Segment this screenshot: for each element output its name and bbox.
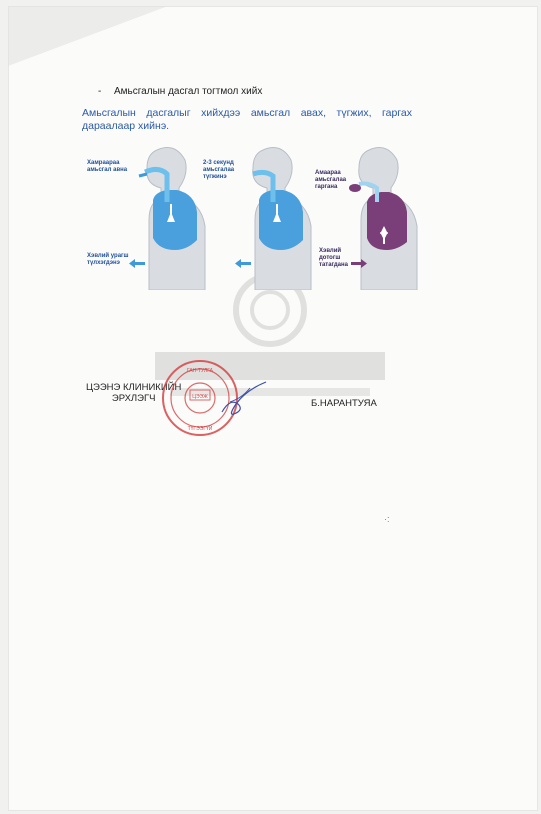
intro-paragraph: Амьсгалын дасгалыг хийхдээ амьсгал авах,… (82, 107, 412, 133)
figure-inhale (139, 148, 205, 290)
page-fold-shadow (8, 6, 168, 66)
stamp-bottom-text: ТҮГЭЭГҮЙ (188, 424, 213, 432)
step1-arrow-label: Хэвлий урагш түлхэгдэнэ (87, 253, 131, 267)
paper-speck: ·: (384, 514, 390, 524)
step3-label: Амаараа амьсгалаа гаргана (315, 170, 357, 191)
stamp-top-text: ГАН-ТУЛГА (187, 368, 214, 374)
breathing-diagram: Хамраараа амьсгал авна Хэвлий урагш түлх… (75, 140, 440, 290)
signatory-name: Б.НАРАНТУЯА (311, 398, 377, 409)
bullet-item: -Амьсгалын дасгал тогтмол хийх (98, 86, 262, 97)
stamp-center-text: ЦЭЭЖ (192, 394, 208, 400)
step2-label: 2-3 секунд амьсгалаа түгжинэ (203, 160, 247, 181)
handwritten-signature (220, 378, 270, 418)
figure-exhale (349, 148, 417, 290)
figure-hold (253, 148, 311, 290)
step1-label: Хамраараа амьсгал авна (87, 160, 131, 174)
arrow-out-1 (129, 259, 145, 268)
arrow-out-2 (235, 259, 251, 268)
bullet-text: Амьсгалын дасгал тогтмол хийх (114, 86, 262, 97)
step3-arrow-label: Хэвлий дотогш татагдана (319, 248, 351, 269)
